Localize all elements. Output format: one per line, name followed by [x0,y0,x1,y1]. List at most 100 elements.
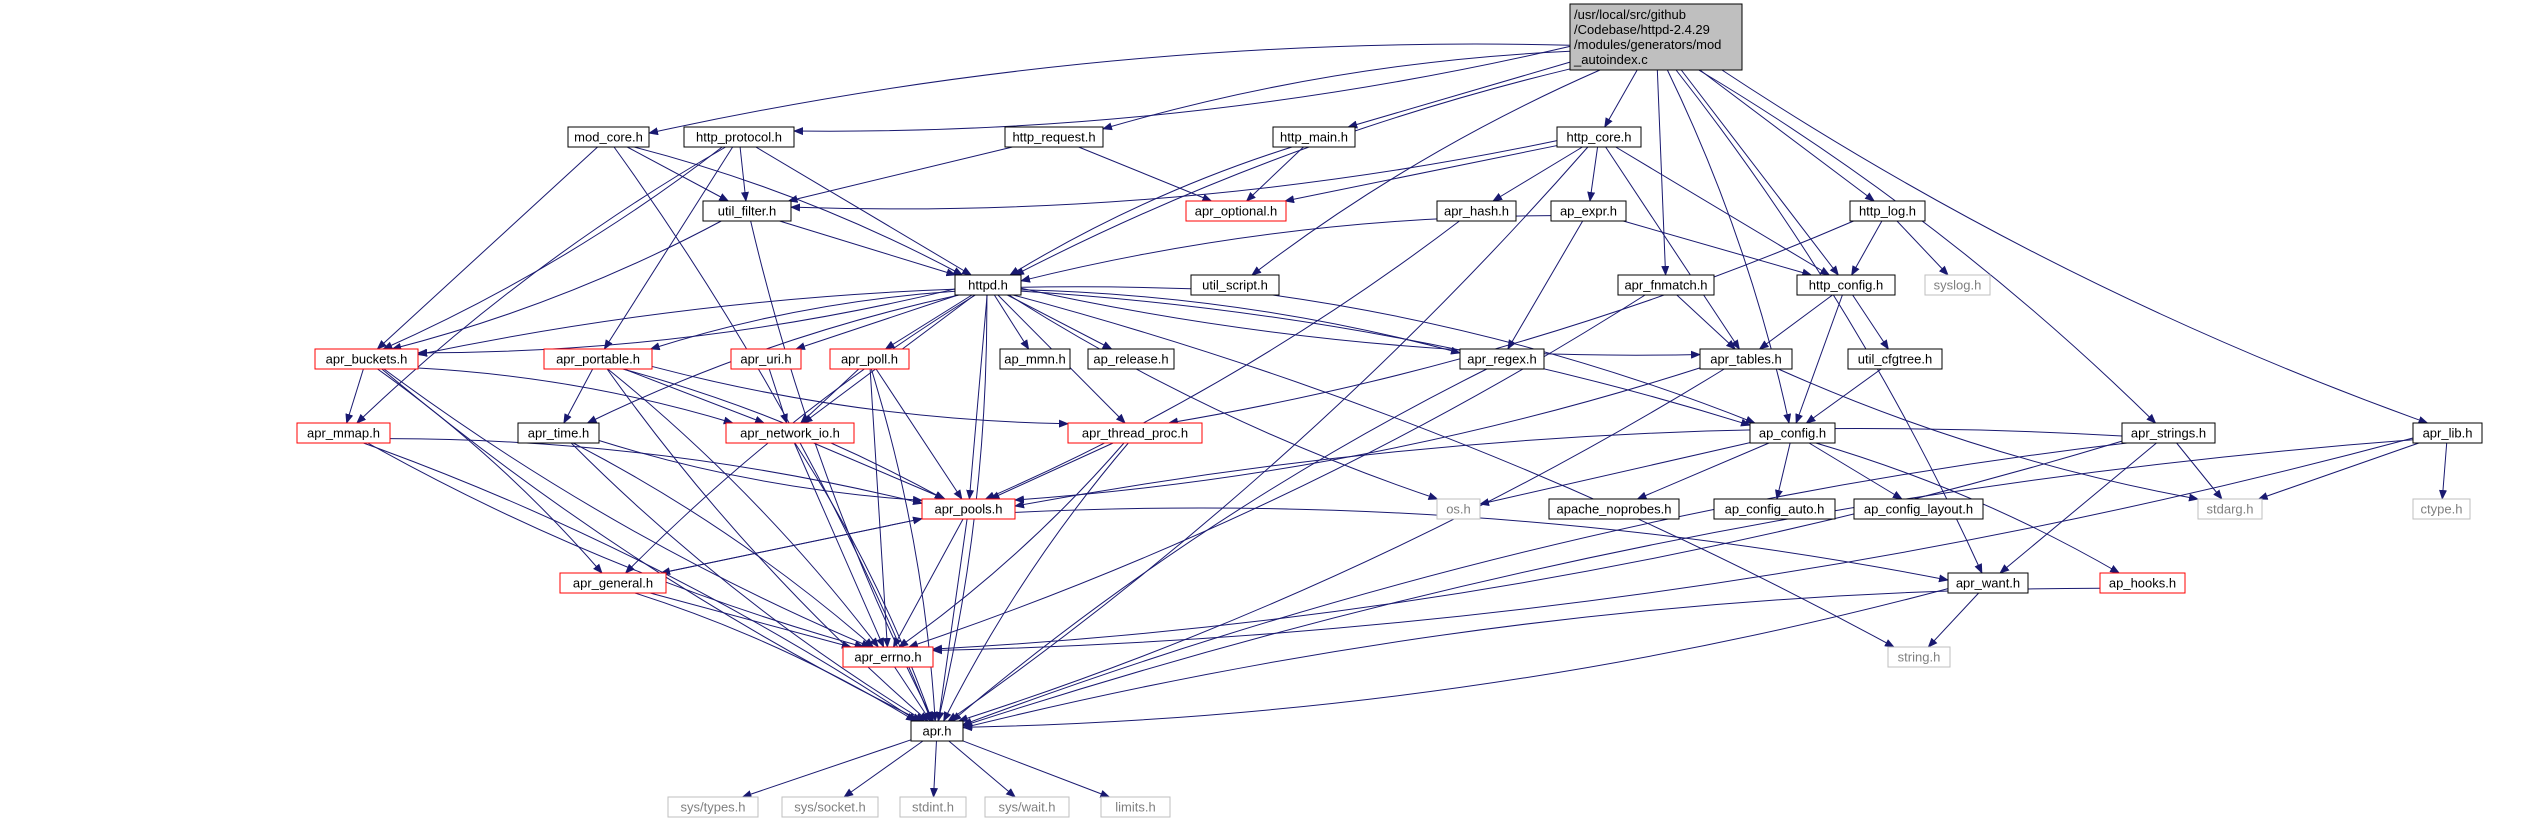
node-box [1887,646,1951,668]
node-label: apr.h [923,724,952,739]
edge-apr_buckets-to-apr_general [377,368,603,574]
edge-ap_expr-to-apr_regex [1507,220,1584,350]
edge-apr_lib-to-apr_errno [932,437,2414,655]
edge-root-to-apr_fnmatch [1656,69,1670,276]
node-util-script[interactable]: util_script.h [1190,274,1280,296]
edge-apr_poll-to-apr [870,368,939,722]
node-label: util_script.h [1202,278,1268,293]
node-util-cfgtree[interactable]: util_cfgtree.h [1847,348,1943,370]
node-http-log[interactable]: http_log.h [1849,200,1926,222]
node-ap-config[interactable]: ap_config.h [1749,422,1836,444]
node-box [899,796,967,818]
node-box [730,348,802,370]
node-box [921,498,1016,520]
node-box [1847,348,1943,370]
edge-http_config-to-util_cfgtree [1852,294,1889,350]
node-apr-want[interactable]: apr_want.h [1947,572,2029,594]
node-apr-hash[interactable]: apr_hash.h [1436,200,1517,222]
node-apr-optional[interactable]: apr_optional.h [1185,200,1287,222]
edge-httpd-to-apr_regex [1020,289,1461,355]
node-box [1924,274,1991,296]
node-http-request[interactable]: http_request.h [1004,126,1104,148]
edge-apr_general-to-apr_pools [660,516,923,574]
edge-apr_time-to-apr_pools [598,440,923,504]
node-box [1272,126,1356,148]
edge-httpd-to-apr_poll [884,294,973,350]
edge-apr-to-limits [962,740,1111,798]
node-http-core[interactable]: http_core.h [1556,126,1642,148]
node-os: os.h [1436,498,1481,520]
edge-mod_core-to-apr_buckets [376,146,598,350]
node-box [1185,200,1287,222]
node-apr-errno[interactable]: apr_errno.h [842,646,934,668]
node-apr-strings[interactable]: apr_strings.h [2121,422,2216,444]
node-label: apr_buckets.h [326,352,408,367]
edge-apr_strings-to-apr [962,442,2128,726]
node-label: apr_network_io.h [740,426,840,441]
node-box [559,572,667,594]
node-label: apr_errno.h [854,650,921,665]
node-ap-hooks[interactable]: ap_hooks.h [2099,572,2186,594]
edge-apr_general-to-apr [634,592,916,722]
node-apr-thread-proc[interactable]: apr_thread_proc.h [1067,422,1203,444]
node-apr-buckets[interactable]: apr_buckets.h [314,348,419,370]
node-box [1713,498,1836,520]
edge-http_log-to-http_config [1851,220,1883,276]
edge-http_main-to-httpd [1009,146,1293,276]
node-apr-tables[interactable]: apr_tables.h [1699,348,1793,370]
node-util-filter[interactable]: util_filter.h [702,200,792,222]
edge-apr_fnmatch-to-apr_errno [907,294,1646,648]
node-syslog: syslog.h [1924,274,1991,296]
edge-ap_config-to-ap_config_layout [1808,442,1903,500]
node-apr-uri[interactable]: apr_uri.h [730,348,802,370]
node-http-protocol[interactable]: http_protocol.h [683,126,795,148]
node-box [1853,498,1984,520]
node-ap-expr[interactable]: ap_expr.h [1550,200,1627,222]
node-label: http_main.h [1280,130,1348,145]
node-apache-noprobes[interactable]: apache_noprobes.h [1548,498,1680,520]
node-apr-portable[interactable]: apr_portable.h [543,348,653,370]
node-ap-release[interactable]: ap_release.h [1087,348,1175,370]
edge-apr_fnmatch-to-apr_tables [1676,294,1736,350]
node-box [1436,498,1481,520]
edge-apr_portable-to-apr_errno [607,368,879,648]
node-label: string.h [1898,650,1941,665]
node-mod-core[interactable]: mod_core.h [567,126,650,148]
node-box [667,796,759,818]
root-label-line: /usr/local/src/github [1574,7,1686,22]
node-http-config[interactable]: http_config.h [1796,274,1896,296]
edge-apr_buckets-to-apr_errno [383,368,872,648]
node-apr-mmap[interactable]: apr_mmap.h [296,422,391,444]
node-apr-network-io[interactable]: apr_network_io.h [725,422,855,444]
edge-http_config-to-ap_config [1795,294,1843,424]
edge-httpd-to-apr_pools [966,294,988,500]
node-box [1617,274,1715,296]
node-apr-poll[interactable]: apr_poll.h [829,348,910,370]
node-apr-pools[interactable]: apr_pools.h [921,498,1016,520]
node-ap-config-auto[interactable]: ap_config_auto.h [1713,498,1836,520]
edge-root-to-http_main [1347,61,1571,129]
edge-httpd-to-apr_portable [649,290,956,351]
edge-root-to-http_config [1680,69,1839,276]
edge-apr_time-to-apr [570,442,926,722]
node-apr-time[interactable]: apr_time.h [517,422,600,444]
edge-http_core-to-util_filter [790,140,1558,212]
node-apr-regex[interactable]: apr_regex.h [1459,348,1545,370]
node-apr-general[interactable]: apr_general.h [559,572,667,594]
node-ap-config-layout[interactable]: ap_config_layout.h [1853,498,1984,520]
node-box [1569,3,1743,71]
edge-ap_config-to-os [1479,442,1751,507]
edge-apr_lib-to-ctype [2439,442,2448,500]
node-http-main[interactable]: http_main.h [1272,126,1356,148]
node-label: http_core.h [1566,130,1631,145]
node-label: apr_pools.h [935,502,1003,517]
node-box [954,274,1022,296]
node-ap-mmn[interactable]: ap_mmn.h [999,348,1071,370]
node-apr-lib[interactable]: apr_lib.h [2412,422,2483,444]
node-httpd[interactable]: httpd.h [954,274,1022,296]
edge-httpd-to-os [1008,294,1439,500]
node-box [296,422,391,444]
node-apr-fnmatch[interactable]: apr_fnmatch.h [1617,274,1715,296]
edge-mod_core-to-httpd [634,146,964,276]
node-apr[interactable]: apr.h [910,720,964,742]
